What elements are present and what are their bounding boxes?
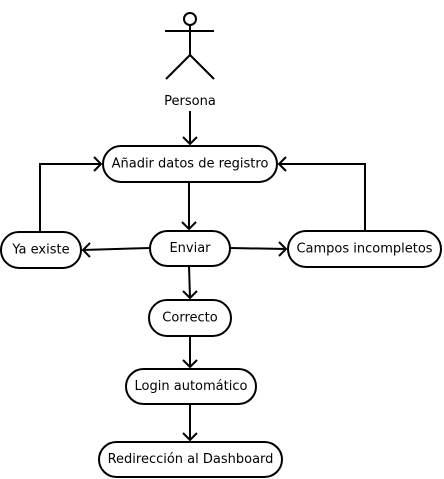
node-add-data-label: Añadir datos de registro <box>112 157 269 172</box>
edge-already-exists-to-add-data <box>39 156 103 231</box>
node-auto-login: Login automático <box>125 368 257 405</box>
node-correct: Correcto <box>148 299 232 337</box>
edge-send-to-correct <box>182 265 198 300</box>
edge-actor-to-add-data <box>182 111 198 146</box>
edge-send-to-already-exists <box>81 242 151 258</box>
edge-correct-to-auto-login <box>182 336 198 369</box>
node-incomplete-label: Campos incompletos <box>296 242 432 257</box>
node-auto-login-label: Login automático <box>135 379 248 394</box>
node-already-exists: Ya existe <box>0 231 82 269</box>
node-add-data: Añadir datos de registro <box>102 145 278 183</box>
node-redirect: Redirección al Dashboard <box>98 441 283 478</box>
edge-send-to-incomplete <box>229 241 288 257</box>
actor-persona: Persona <box>164 12 216 109</box>
edge-add-data-to-send <box>181 182 197 231</box>
node-send: Enviar <box>149 230 231 267</box>
edges <box>39 111 366 442</box>
actor-label: Persona <box>164 94 216 109</box>
node-send-label: Enviar <box>169 241 211 256</box>
node-incomplete: Campos incompletos <box>287 230 442 268</box>
node-already-exists-label: Ya existe <box>11 243 69 258</box>
edge-incomplete-to-add-data <box>277 156 366 230</box>
stick-figure-icon <box>165 12 215 80</box>
node-correct-label: Correcto <box>162 311 217 326</box>
node-redirect-label: Redirección al Dashboard <box>108 452 274 467</box>
edge-auto-login-to-redirect <box>182 404 198 442</box>
